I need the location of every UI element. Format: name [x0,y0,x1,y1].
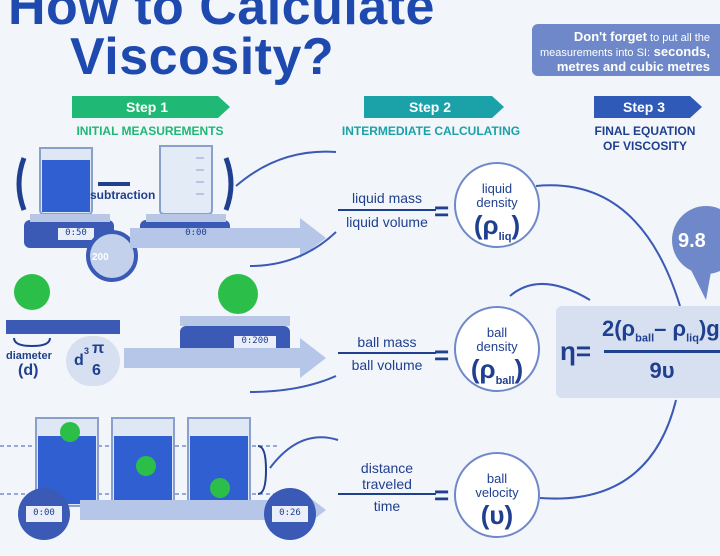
row3-denominator: time [373,498,401,514]
row1-curve-top [235,150,337,187]
note-text-1: to put all the [647,32,710,44]
vol-6: 6 [92,362,101,379]
ball-velocity-circle: ball velocity (υ) [454,452,540,538]
row2-arrow [124,338,326,378]
beaker-3b [111,417,175,507]
step2-label: Step 2 [408,99,451,115]
timer2-readout: 0:26 [279,508,301,518]
vol-pi: π [92,340,105,357]
conn-ball [509,283,591,301]
rho-close: ) [511,210,521,240]
liquid-density-t2: density [476,195,518,210]
beaker-empty [159,145,213,215]
g-bubble [672,206,720,274]
liquid-density-t1: liquid [481,181,513,196]
vol-exp: 3 [84,346,90,356]
ball-velocity-t2: velocity [475,485,519,500]
ball-density-t1: ball [486,325,508,340]
step3-sub-1: FINAL EQUATION [594,124,696,138]
row1-numerator: liquid mass [351,190,423,206]
ball-velocity-t1: ball [486,471,508,486]
row2-curve-bot [249,375,337,393]
step3-banner [594,96,702,118]
magnifier [86,230,138,282]
liquid-density-circle: liquid density (ρliq) [454,162,540,248]
g-value: 9.8 [678,230,706,252]
magnifier-readout: 200 [92,252,109,263]
final-num-c: )g [698,316,720,341]
title-line-1: How to Calculate [8,0,435,36]
note-bold: Don't forget [573,29,647,44]
note-text-2: measurements into SI: [539,47,651,59]
row3-num-2: traveled [362,476,412,492]
row2-numerator: ball mass [357,334,417,350]
bracket-left [16,157,27,211]
rho-ball-close: ) [514,354,524,384]
final-num-sub1: ball [635,332,655,345]
conn-vel [539,399,677,500]
row2-denominator: ball volume [351,357,423,373]
timer1-readout: 0:00 [33,508,55,518]
row3-num-1: distance [360,460,414,476]
volume-formula: d 3 π 6 [66,336,120,386]
diameter-label: diameter [6,350,52,362]
diameter-symbol: (d) [18,362,39,379]
row3-equals: = [434,480,450,510]
vol-d: d [74,352,84,369]
row1-curve-bot [249,231,337,267]
final-denominator: 9υ [649,358,675,383]
scale2-readout: 0:00 [185,228,207,238]
final-numerator: 2(ρball– ρliq)g [602,316,720,344]
step1-sub: INITIAL MEASUREMENTS [76,124,224,138]
scale3-readout: 0:200 [241,336,269,346]
beaker-full [39,147,93,215]
step2-sub: INTERMEDIATE CALCULATING [341,124,521,138]
stopwatch-1 [18,488,70,540]
brace-right [257,445,268,495]
final-num-sub2: liq [686,332,699,345]
rho-liq-sub: liq [498,231,512,244]
eta-symbol: η= [560,336,592,366]
bracket-right [223,157,234,211]
step1-label: Step 1 [125,99,168,115]
row1-denominator: liquid volume [346,214,428,230]
upsilon-symbol: (υ) [480,500,514,530]
rho-ball-sub: ball [495,375,515,388]
ball-density-circle: ball density (ρball) [454,306,540,392]
row1-equals: = [434,196,450,226]
subtraction-bar [98,182,130,186]
step3-sub: FINAL EQUATION OF VISCOSITY [580,124,710,154]
step1-banner [72,96,230,118]
diameter-brace [13,337,51,348]
row3-numerator: distance traveled [338,460,436,492]
note-bold-3: metres and cubic metres [556,59,710,74]
page-title: How to Calculate Viscosity? [8,0,435,86]
ball-on-scale [218,274,258,314]
subtraction-label: subtraction [90,188,156,202]
ball-density-t2: density [476,339,518,354]
row2-equals: = [434,340,450,370]
rho-ball-symbol: (ρ [470,354,496,384]
final-num-b: – ρ [654,316,687,341]
ball-1 [14,274,50,310]
step3-sub-2: OF VISCOSITY [602,139,687,153]
scale1-readout: 0:50 [65,228,87,238]
row3-arrow [80,490,326,530]
note-bold-2: seconds, [650,44,710,59]
final-frac-line [604,350,720,353]
ruler [6,320,120,334]
step3-label: Step 3 [622,99,665,115]
row1-arrow [130,218,326,258]
beaker-3c [187,417,251,507]
stopwatch-2 [264,488,316,540]
step2-banner [364,96,504,118]
conn-liq [535,184,681,307]
title-line-2: Viscosity? [70,28,335,86]
rho-symbol: (ρ [473,210,499,240]
final-num-a: 2(ρ [602,316,636,341]
si-units-note: Don't forget to put all the measurements… [532,24,720,76]
row3-curve-top [269,436,339,469]
